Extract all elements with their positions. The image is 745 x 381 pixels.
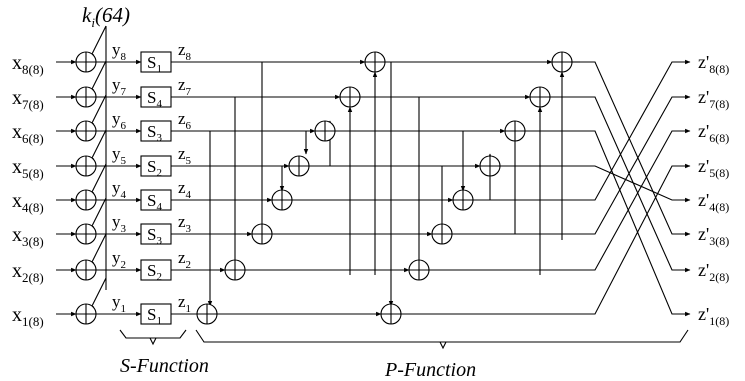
perm-line-5 [580, 165, 691, 203]
key-xor-4 [75, 189, 97, 211]
svg-text:S1: S1 [147, 53, 162, 75]
key-xor-2 [75, 259, 97, 281]
svg-text:S4: S4 [147, 191, 162, 213]
output-label-5: z'5(8) [698, 156, 729, 180]
perm-line-1 [580, 163, 691, 315]
p-xor-b-1 [380, 303, 402, 325]
y-label-8: y8 [112, 40, 127, 63]
s-function-label: S-Function [120, 355, 209, 377]
svg-text:S3: S3 [147, 122, 162, 144]
key-xor-1 [75, 303, 97, 325]
p-xor-a-6 [314, 120, 336, 142]
svg-text:S3: S3 [147, 225, 162, 247]
svg-text:S2: S2 [147, 261, 162, 283]
brace-p-function [195, 329, 689, 343]
key-line-4 [89, 163, 107, 197]
p-xor-a-2 [224, 259, 246, 281]
p-xor-a-1 [196, 303, 218, 325]
p-xor-b-7 [529, 86, 551, 108]
output-label-7: z'7(8) [698, 87, 729, 111]
svg-text:S4: S4 [147, 88, 162, 110]
z-label-8: z8 [178, 40, 192, 63]
y-label-6: y6 [112, 109, 127, 132]
p-xor-a-8 [364, 51, 386, 73]
y-label-7: y7 [112, 75, 127, 98]
p-xor-a-3 [251, 223, 273, 245]
input-label-6: x6(8) [12, 121, 44, 146]
output-label-6: z'6(8) [698, 121, 729, 145]
input-label-8: x8(8) [12, 52, 44, 77]
p-xor-b-3 [431, 223, 453, 245]
sbox-8: S1 [140, 51, 172, 75]
p-function-label: P-Function [384, 359, 476, 381]
key-line-6 [89, 94, 107, 128]
key-xor-7 [75, 86, 97, 108]
y-label-2: y2 [112, 248, 126, 271]
z-label-2: z2 [178, 248, 191, 271]
p-xor-b-4 [452, 189, 474, 211]
key-line-5 [89, 129, 107, 163]
y-label-5: y5 [112, 144, 127, 167]
perm-line-4 [580, 59, 691, 201]
p-xor-b-2 [408, 259, 430, 281]
p-xor-a-7 [339, 86, 361, 108]
output-label-4: z'4(8) [698, 190, 729, 214]
svg-text:S2: S2 [147, 157, 162, 179]
sbox-2: S2 [140, 259, 172, 283]
key-xor-8 [75, 51, 97, 73]
output-label-1: z'1(8) [698, 304, 729, 328]
input-label-7: x7(8) [12, 87, 44, 112]
z-label-4: z4 [178, 178, 192, 201]
p-xor-b-8 [551, 51, 573, 73]
z-label-7: z7 [178, 75, 192, 98]
input-label-2: x2(8) [12, 260, 44, 285]
perm-line-2 [580, 128, 691, 271]
output-label-3: z'3(8) [698, 224, 729, 248]
key-line-1 [89, 277, 107, 311]
perm-line-6 [580, 130, 691, 317]
z-label-3: z3 [178, 212, 192, 235]
perm-line-3 [580, 94, 691, 235]
y-label-3: y3 [112, 212, 127, 235]
sbox-5: S2 [140, 155, 172, 179]
key-line-2 [89, 233, 107, 267]
key-line-3 [89, 197, 107, 231]
sbox-7: S4 [140, 86, 172, 110]
z-label-5: z5 [178, 144, 192, 167]
sbox-1: S1 [140, 303, 172, 327]
output-label-8: z'8(8) [698, 52, 729, 76]
wire-layer [56, 25, 691, 350]
key-line-8 [89, 25, 107, 59]
p-xor-a-5 [288, 155, 310, 177]
sbox-3: S3 [140, 223, 172, 247]
output-label-2: z'2(8) [698, 260, 729, 284]
label-layer: x8(8) y8 z8 x7(8) y7 z7 x6(8) y6 z6 x5(8) y5 z5 x4(8… [12, 40, 729, 329]
input-label-5: x5(8) [12, 156, 44, 181]
p-xor-b-6 [504, 120, 526, 142]
key-xor-5 [75, 155, 97, 177]
key-label: ki(64) [82, 3, 130, 30]
p-xor-a-4 [271, 189, 293, 211]
brace-s-tip [149, 337, 157, 346]
input-label-4: x4(8) [12, 190, 44, 215]
brace-s-function [119, 329, 187, 339]
sbox-4: S4 [140, 189, 172, 213]
key-xor-3 [75, 223, 97, 245]
svg-text:S1: S1 [147, 305, 162, 327]
brace-p-tip [439, 341, 447, 350]
key-line-7 [89, 60, 107, 94]
z-label-1: z1 [178, 292, 191, 315]
perm-line-8 [580, 61, 691, 237]
sbox-6: S3 [140, 120, 172, 144]
y-label-1: y1 [112, 292, 126, 315]
z-label-6: z6 [178, 109, 192, 132]
input-label-3: x3(8) [12, 224, 44, 249]
key-xor-6 [75, 120, 97, 142]
y-label-4: y4 [112, 178, 127, 201]
input-label-1: x1(8) [12, 304, 44, 329]
p-xor-b-5 [479, 155, 501, 177]
